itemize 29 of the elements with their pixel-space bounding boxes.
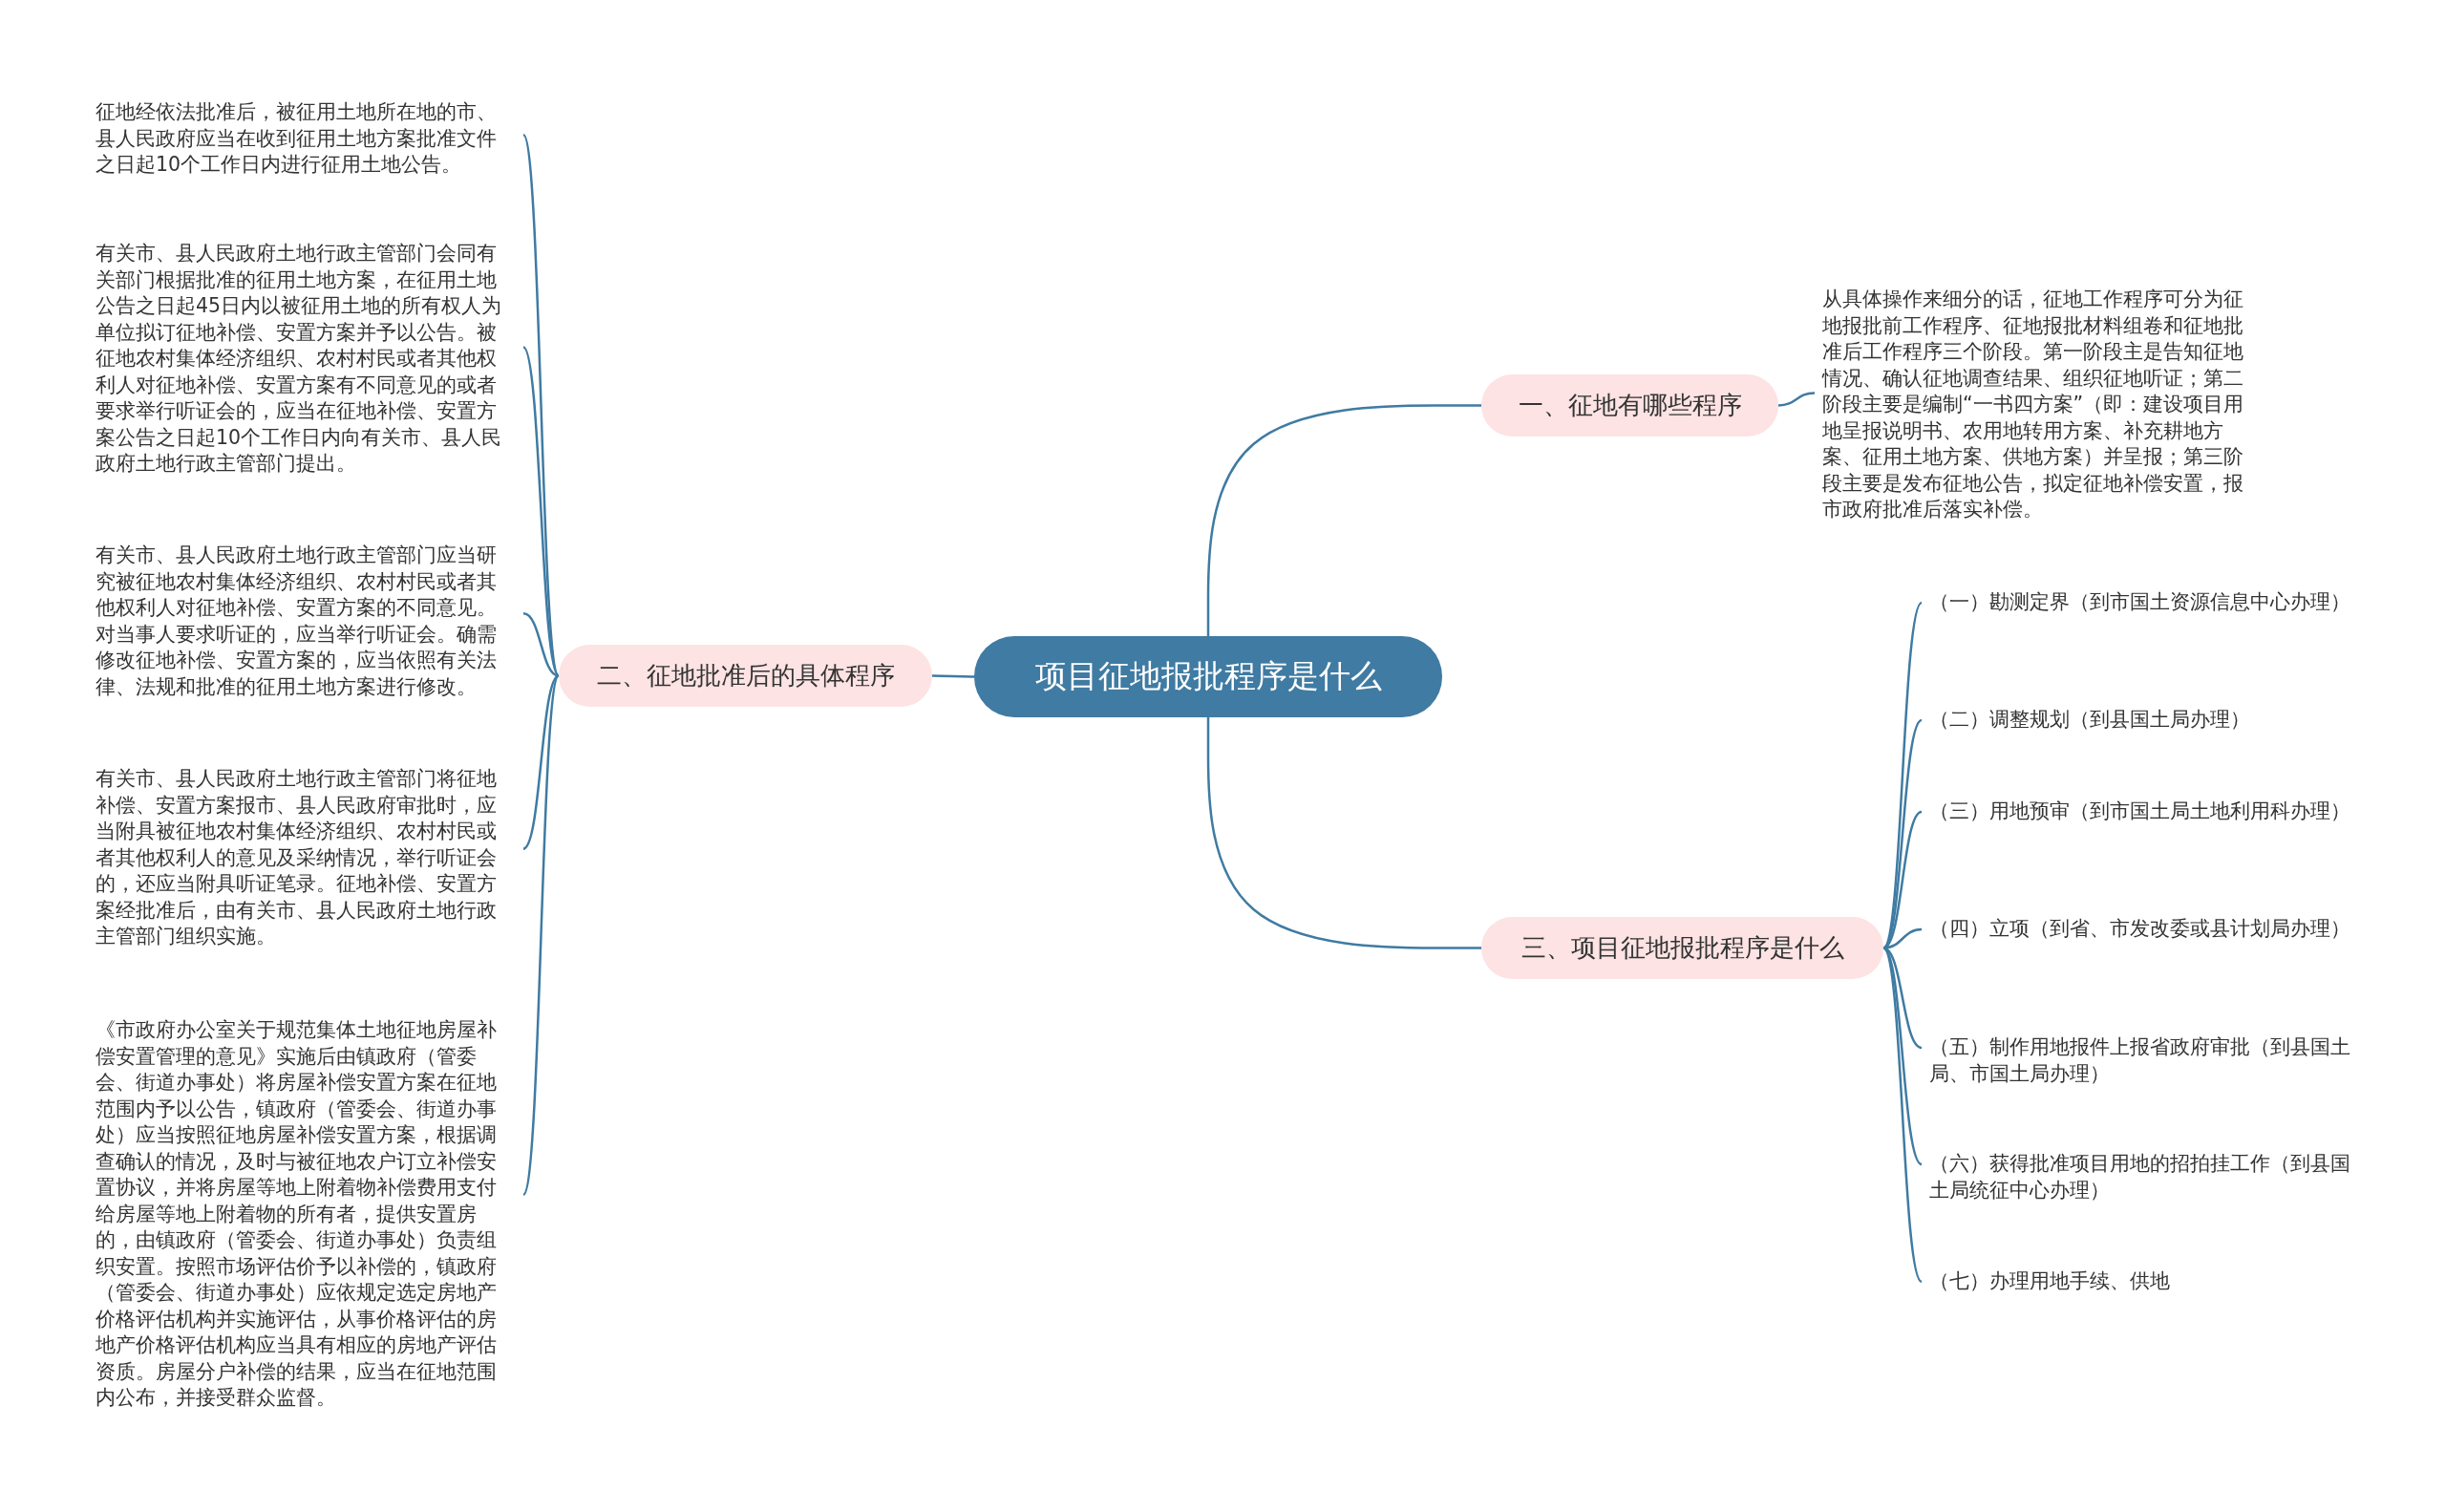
topic-text: （四）立项（到省、市发改委或县计划局办理）: [1922, 916, 2361, 943]
topic-text: 《市政府办公室关于规范集体土地征地房屋补偿安置管理的意见》实施后由镇政府（管委会、街道办事处）将房屋补偿安置方案在征地范围内予以公告，镇政府（管委会、街道办事处）应当按照征地房屋补偿安置方案，根据调查确认的情况，及时与被征地农户订立补偿安置协议，并将房屋等地上附着物补偿费用支付给房屋等地上附着物的所有者，提供安置房的，由镇政府（管委会、街道办事处）负责组织安置。按照市场评估价予以补偿的，镇政府（管委会、街道办事处）应依规定选定房地产价格评估机构并实施评估，从事价格评估的房地产价格评估机构应当具有相应的房地产评估资质。房屋分户补偿的结果，应当在征地范围内公布，并接受群众监督。: [88, 1017, 523, 1412]
connector-line: [1882, 947, 1923, 1165]
topic-text: （二）调整规划（到县国土局办理）: [1922, 707, 2361, 734]
connector-line: [1882, 602, 1924, 949]
branch-topic: 二、征地批准后的具体程序: [559, 645, 932, 707]
topic-text: 有关市、县人民政府土地行政主管部门应当研究被征地农村集体经济组织、农村村民或者其他权利人对征地补偿、安置方案的不同意见。对当事人要求听证的，应当举行听证会。确需修改征地补偿、安置方案的，应当依照有关法律、法规和批准的征用土地方案进行修改。: [88, 543, 523, 700]
central-topic: 项目征地报批程序是什么: [974, 636, 1442, 717]
topic-text: （六）获得批准项目用地的招拍挂工作（到县国土局统征中心办理）: [1922, 1151, 2361, 1203]
topic-text: 征地经依法批准后，被征用土地所在地的市、县人民政府应当在收到征用土地方案批准文件之日起10个工作日内进行征用土地公告。: [88, 99, 523, 179]
connector-line: [1206, 404, 1481, 636]
connector-line: [522, 612, 560, 677]
connector-line: [1882, 947, 1924, 1283]
topic-text: 从具体操作来细分的话，征地工作程序可分为征地报批前工作程序、征地报批材料组卷和征地批准后工作程序三个阶段。第一阶段主是告知征地情况、确认征地调查结果、组织征地听证；第二阶段主要是编制“一书四方案”（即：建设项目用地呈报说明书、农用地转用方案、补充耕地方案、征用土地方案、供地方案）并呈报；第三阶段主要是发布征地公告，拟定征地补偿安置，报市政府批准后落实补偿。: [1815, 287, 2264, 523]
connector-line: [522, 674, 560, 850]
branch-topic: 三、项目征地报批程序是什么: [1481, 917, 1883, 979]
connector-line: [932, 674, 974, 678]
topic-text: （五）制作用地报件上报省政府审批（到县国土局、市国土局办理）: [1922, 1034, 2361, 1087]
topic-text: 有关市、县人民政府土地行政主管部门将征地补偿、安置方案报市、县人民政府审批时，应当附具被征地农村集体经济组织、农村村民或者其他权利人的意见及采纳情况，举行听证会的，还应当附具听证笔录。征地补偿、安置方案经批准后，由有关市、县人民政府土地行政主管部门组织实施。: [88, 766, 523, 950]
topic-text: （三）用地预审（到市国土局土地利用科办理）: [1922, 799, 2361, 825]
connector-line: [521, 346, 561, 677]
topic-text: （一）勘测定界（到市国土资源信息中心办理）: [1922, 589, 2361, 616]
topic-text: 有关市、县人民政府土地行政主管部门会同有关部门根据批准的征用土地方案，在征用土地公告之日起45日内以被征用土地的所有权人为单位拟订征地补偿、安置方案并予以公告。被征地农村集体经济组织、农村村民或者其他权利人对征地补偿、安置方案有不同意见的或者要求举行听证会的，应当在征地补偿、安置方案公告之日起10个工作日内向有关市、县人民政府土地行政主管部门提出。: [88, 241, 523, 478]
topic-text: （七）办理用地手续、供地: [1922, 1268, 2361, 1295]
connector-line: [521, 675, 561, 1196]
connector-line: [1777, 392, 1816, 407]
branch-topic: 一、征地有哪些程序: [1481, 374, 1778, 437]
connector-line: [1206, 717, 1481, 949]
connector-line: [521, 134, 561, 676]
